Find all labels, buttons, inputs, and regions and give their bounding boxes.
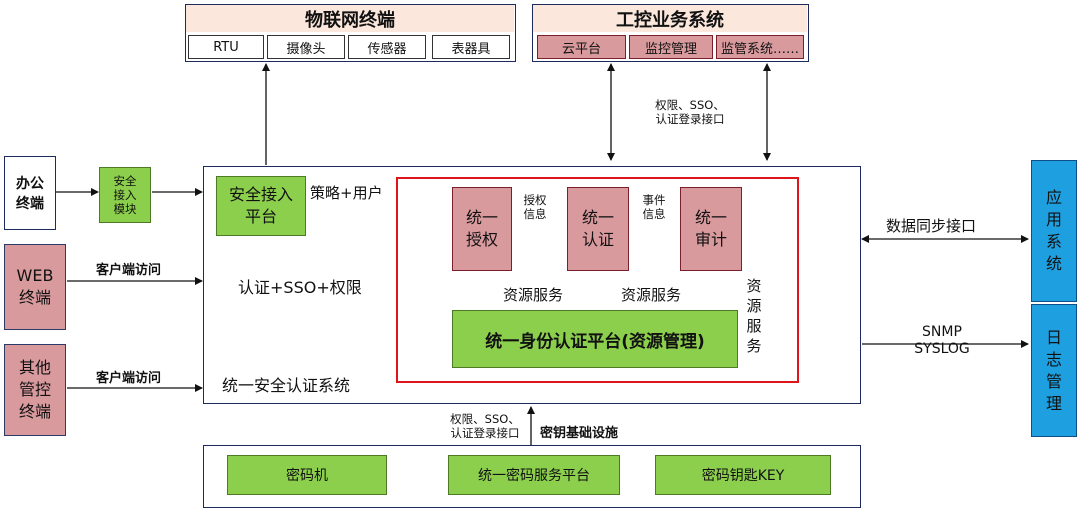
safe-access-line2: 平台 (244, 207, 277, 226)
module-line3: 模块 (113, 202, 137, 216)
log-char-1: 日 (1045, 327, 1062, 347)
iot-item-meter: 表器具 (432, 35, 510, 59)
resource-service-label-1: 资源服务 (503, 286, 564, 304)
other-line3: 终端 (18, 402, 51, 421)
main-system-title: 统一安全认证系统 (222, 376, 351, 395)
ics-panel: 工控业务系统 云平台 监控管理 监管系统…… (532, 4, 809, 62)
ics-title: 工控业务系统 (533, 5, 807, 32)
vertical-char-1: 资 (746, 277, 762, 295)
policy-user-label: 策略+用户 (310, 184, 383, 202)
auth-sso-label: 认证+SSO+权限 (238, 278, 362, 297)
iot-item-rtu: RTU (188, 35, 264, 59)
office-line1: 办公 (16, 176, 44, 192)
unified-authentication: 统一 认证 (567, 187, 629, 271)
security-access-module: 安全 接入 模块 (99, 167, 151, 223)
resource-service-vertical: 资 源 服 务 (744, 276, 764, 356)
unified-authorization: 统一 授权 (452, 187, 512, 271)
red-frame (396, 177, 799, 383)
crypto-key: 密码钥匙KEY (655, 455, 831, 495)
application-system: 应 用 系 统 (1031, 160, 1077, 302)
syslog-text: SYSLOG (914, 341, 970, 357)
snmp-label: SNMP SYSLOG (902, 324, 982, 358)
vertical-char-2: 源 (746, 297, 762, 315)
authz-info-line2: 信息 (523, 207, 547, 221)
top-link-label-line1: 权限、SSO、 (655, 98, 725, 112)
office-terminal: 办公 终端 (4, 156, 56, 230)
data-sync-label: 数据同步接口 (886, 217, 977, 235)
snmp-text: SNMP (922, 324, 962, 340)
bottom-link-line1: 权限、SSO、 (450, 412, 520, 426)
authz-info-label: 授权 信息 (517, 193, 553, 221)
web-terminal: WEB 终端 (4, 244, 66, 330)
authz-line2: 授权 (465, 230, 498, 249)
top-link-label: 权限、SSO、 认证登录接口 (620, 98, 760, 126)
event-info-line2: 信息 (642, 207, 666, 221)
ics-item-monitor: 监控管理 (629, 35, 713, 59)
ics-item-cloud: 云平台 (537, 35, 626, 59)
iot-panel: 物联网终端 RTU 摄像头 传感器 表器具 (185, 4, 516, 62)
other-access-label: 客户端访问 (96, 371, 162, 386)
module-line1: 安全 (113, 174, 137, 188)
event-info-line1: 事件 (642, 193, 666, 207)
audit-line2: 审计 (694, 230, 727, 249)
audit-line1: 统一 (694, 208, 727, 227)
crypto-machine: 密码机 (227, 455, 387, 495)
app-char-3: 系 (1045, 232, 1062, 251)
other-terminal: 其他 管控 终端 (4, 344, 66, 436)
other-line1: 其他 (18, 358, 51, 377)
module-line2: 接入 (113, 188, 137, 202)
web-line1: WEB (16, 266, 54, 285)
iot-title: 物联网终端 (186, 5, 514, 32)
safe-access-line1: 安全接入 (228, 185, 293, 204)
office-line2: 终端 (16, 196, 44, 212)
key-infra-label: 密钥基础设施 (540, 426, 619, 441)
log-char-4: 理 (1045, 393, 1062, 413)
top-link-label-line2: 认证登录接口 (655, 112, 725, 126)
vertical-char-4: 务 (746, 337, 762, 355)
app-char-1: 应 (1045, 188, 1062, 207)
authz-line1: 统一 (465, 208, 498, 227)
identity-platform: 统一身份认证平台(资源管理) (452, 310, 738, 368)
iot-item-sensor: 传感器 (348, 35, 426, 59)
crypto-service-platform: 统一密码服务平台 (448, 455, 620, 495)
ics-item-supervision: 监管系统…… (716, 35, 804, 59)
web-access-label: 客户端访问 (96, 263, 162, 278)
vertical-char-3: 服 (746, 317, 762, 335)
web-line2: 终端 (18, 288, 51, 307)
safe-access-platform: 安全接入 平台 (216, 176, 306, 236)
log-management: 日 志 管 理 (1031, 304, 1077, 437)
bottom-link-line2: 认证登录接口 (450, 426, 520, 440)
authn-line1: 统一 (581, 208, 614, 227)
log-char-2: 志 (1045, 349, 1062, 369)
app-char-2: 用 (1045, 210, 1062, 229)
log-char-3: 管 (1045, 371, 1062, 391)
bottom-link-label: 权限、SSO、 认证登录接口 (441, 412, 529, 440)
app-char-4: 统 (1045, 254, 1062, 273)
unified-audit: 统一 审计 (680, 187, 742, 271)
authz-info-line1: 授权 (523, 193, 547, 207)
other-line2: 管控 (18, 380, 51, 399)
authn-line2: 认证 (581, 230, 614, 249)
iot-item-camera: 摄像头 (267, 35, 345, 59)
event-info-label: 事件 信息 (636, 193, 672, 221)
resource-service-label-2: 资源服务 (621, 286, 682, 304)
